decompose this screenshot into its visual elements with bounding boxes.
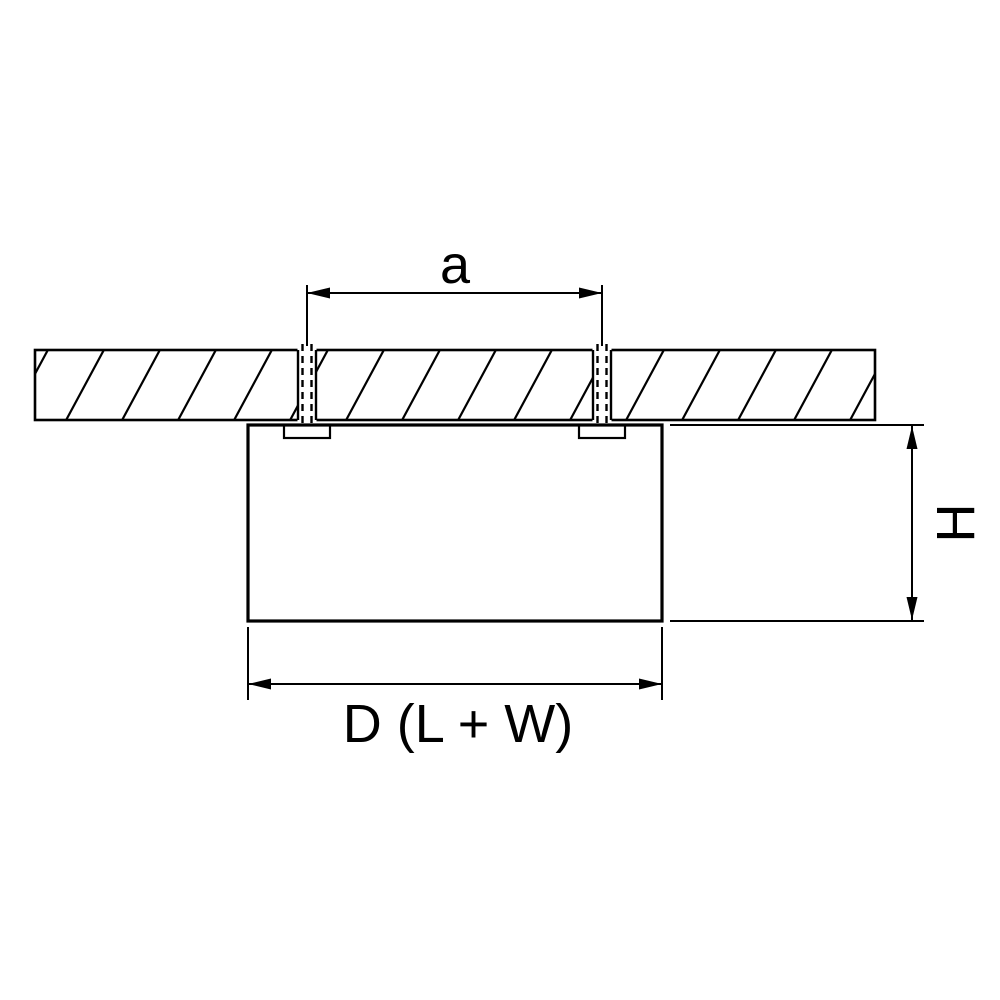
- arrowhead-left: [248, 678, 271, 690]
- arrowhead-left: [307, 287, 330, 299]
- ceiling-hatched-band: [33, 348, 877, 422]
- drawing-lines: a H D (L + W): [33, 235, 986, 754]
- mount-hole-right: [591, 344, 613, 429]
- arrowhead-up: [906, 426, 918, 449]
- dimension-a-label: a: [440, 235, 471, 295]
- arrowhead-right: [639, 678, 662, 690]
- dimension-d: D (L + W): [247, 627, 663, 754]
- hole-mask: [592, 347, 612, 423]
- arrowhead-down: [906, 597, 918, 620]
- dimension-a: a: [306, 235, 603, 346]
- mount-tab-left: [282, 423, 332, 440]
- arrowhead-right: [579, 287, 602, 299]
- mount-hole-left: [296, 344, 318, 429]
- fixture-body: [246, 423, 664, 623]
- dimension-d-label: D (L + W): [343, 694, 574, 754]
- hole-mask: [297, 347, 317, 423]
- mount-tab-right: [577, 423, 627, 440]
- dimension-h-label: H: [926, 504, 986, 543]
- dimension-h: H: [670, 424, 986, 622]
